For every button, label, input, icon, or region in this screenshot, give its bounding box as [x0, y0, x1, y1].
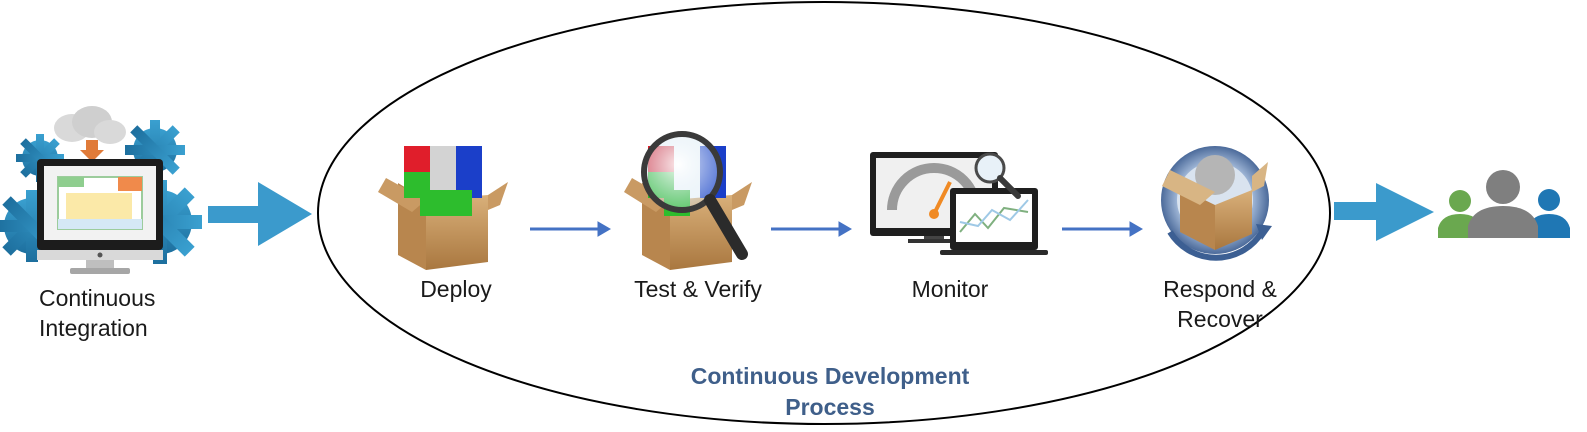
arrow-monitor-to-respond — [1062, 221, 1143, 237]
step-label-respond-recover: Respond & Recover — [1163, 276, 1277, 332]
monitor-dashboard-icon — [870, 152, 1048, 255]
step-label-test-verify: Test & Verify — [634, 276, 762, 302]
arrow-test-to-monitor — [771, 221, 852, 237]
process-title: Continuous Development Process — [690, 363, 970, 420]
step-label-deploy: Deploy — [420, 276, 492, 302]
step-label-continuous-integration: Continuous Integration — [39, 285, 156, 341]
recover-package-icon — [1161, 146, 1272, 261]
arrow-process-to-users — [1334, 183, 1434, 241]
magnifier-package-icon — [624, 131, 752, 270]
arrow-deploy-to-test — [530, 221, 611, 237]
process-ellipse — [317, 1, 1331, 425]
step-label-monitor: Monitor — [911, 276, 989, 302]
package-box-icon — [378, 146, 508, 270]
users-group-icon — [1438, 170, 1570, 238]
monitor-gears-icon — [0, 106, 202, 274]
arrow-ci-to-process — [208, 182, 312, 246]
